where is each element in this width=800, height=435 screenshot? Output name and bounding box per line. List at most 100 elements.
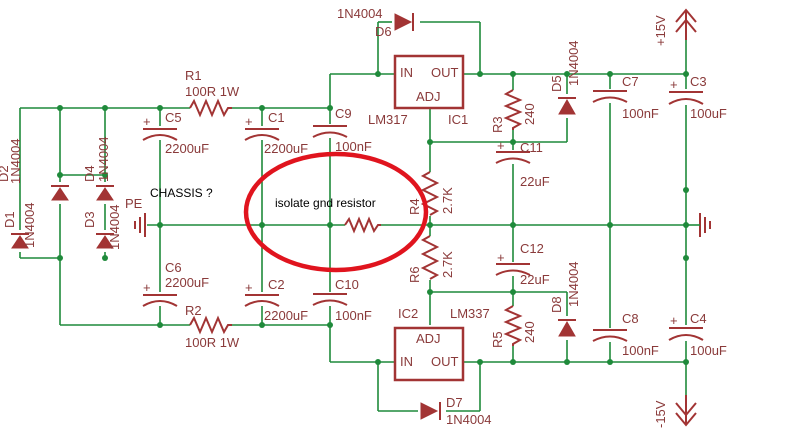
- isolate-gnd-resistor: [344, 216, 381, 234]
- capacitor-c7: [592, 89, 628, 103]
- label-c4-value: 100uF: [690, 343, 727, 358]
- label-c11-ref: C11: [520, 140, 543, 155]
- capacitor-c12: +: [495, 250, 531, 276]
- label-d1-ref: D1: [2, 211, 17, 228]
- diode-d2: [50, 182, 70, 204]
- ic1-pin-in: IN: [400, 65, 413, 80]
- label-r3-value: 240: [522, 103, 537, 125]
- resistor-r6: [420, 235, 440, 280]
- ic2-pin-adj: ADJ: [416, 331, 441, 346]
- label-r2-value: 100R 1W: [185, 335, 240, 350]
- capacitor-c5: +: [140, 114, 180, 141]
- label-c11-value: 22uF: [520, 174, 550, 189]
- label-c5-value: 2200uF: [165, 141, 209, 156]
- label-d5-ref: D5: [549, 75, 564, 92]
- label-d6-value: 1N4004: [337, 6, 383, 21]
- svg-text:+: +: [670, 77, 678, 92]
- label-c9-value: 100nF: [335, 139, 372, 154]
- label-c6-ref: C6: [165, 260, 182, 275]
- label-c2-ref: C2: [268, 277, 285, 292]
- junctions: [57, 71, 689, 365]
- annotation-chassis: CHASSIS ?: [150, 186, 213, 200]
- diode-d1: [10, 230, 30, 252]
- highlight-ellipse: [243, 151, 429, 273]
- ground-symbol-pe: [134, 213, 146, 237]
- svg-text:+: +: [670, 313, 678, 328]
- diode-d3: [95, 230, 115, 252]
- label-ic2-ref: IC2: [398, 306, 418, 321]
- capacitor-c9: [312, 124, 348, 138]
- label-c7-value: 100nF: [622, 106, 659, 121]
- capacitor-c1: +: [242, 114, 282, 141]
- label-d3-value: 1N4004: [107, 204, 122, 250]
- supply-pos-arrow: [675, 8, 697, 40]
- labels: D2 1N4004 D4 1N4004 D1 1N4004 D3 1N4004 …: [0, 6, 727, 428]
- label-c8-value: 100nF: [622, 343, 659, 358]
- label-d7-value: 1N4004: [446, 412, 492, 427]
- label-c1-value: 2200uF: [264, 141, 308, 156]
- label-r1-value: 100R 1W: [185, 84, 240, 99]
- resistor-r2: [189, 315, 232, 335]
- label-r3-ref: R3: [490, 116, 505, 133]
- label-r4-ref: R4: [407, 198, 422, 215]
- label-d1-value: 1N4004: [22, 202, 37, 248]
- svg-text:+: +: [143, 114, 151, 129]
- label-ic1-value: LM317: [368, 112, 408, 127]
- capacitor-c4: +: [666, 313, 706, 341]
- label-pos-rail: +15V: [653, 15, 668, 46]
- ic2-pin-out: OUT: [431, 354, 459, 369]
- diode-d5: [557, 94, 577, 118]
- label-d5-value: 1N4004: [566, 40, 581, 86]
- label-c3-ref: C3: [690, 74, 707, 89]
- diode-d8: [557, 316, 577, 340]
- capacitor-c11: +: [495, 138, 531, 164]
- capacitor-c3: +: [666, 77, 706, 105]
- label-d6-ref: D6: [375, 24, 392, 39]
- label-c12-ref: C12: [520, 241, 544, 256]
- label-c12-value: 22uF: [520, 272, 550, 287]
- capacitor-c10: [312, 292, 348, 306]
- label-r5-ref: R5: [490, 331, 505, 348]
- label-c10-ref: C10: [335, 277, 359, 292]
- label-ic1-ref: IC1: [448, 112, 468, 127]
- label-c1-ref: C1: [268, 110, 285, 125]
- resistor-r1: [189, 98, 232, 118]
- ground-symbol-right: [686, 213, 711, 237]
- label-d3-ref: D3: [82, 211, 97, 228]
- label-r6-ref: R6: [407, 266, 422, 283]
- label-neg-rail: -15V: [653, 400, 668, 428]
- label-d4-ref: D4: [82, 165, 97, 182]
- svg-text:+: +: [245, 280, 253, 295]
- label-ic2-value: LM337: [450, 306, 490, 321]
- label-c10-value: 100nF: [335, 308, 372, 323]
- annotation-isolate: isolate gnd resistor: [275, 196, 376, 210]
- resistor-r3: [503, 89, 523, 130]
- capacitor-c8: [592, 328, 628, 342]
- resistor-r5: [503, 305, 523, 346]
- diode-d4: [95, 182, 115, 204]
- label-d2-value: 1N4004: [8, 138, 23, 184]
- svg-text:+: +: [497, 138, 505, 153]
- label-r6-value: 2.7K: [440, 251, 455, 278]
- ic1-pin-out: OUT: [431, 65, 459, 80]
- capacitor-c6: +: [140, 280, 180, 307]
- diode-d7: [418, 401, 446, 421]
- label-c5-ref: C5: [165, 110, 182, 125]
- label-pe: PE: [125, 196, 143, 211]
- ic1-pin-adj: ADJ: [416, 89, 441, 104]
- ic2-pin-in: IN: [400, 354, 413, 369]
- label-r5-value: 240: [522, 321, 537, 343]
- capacitor-c2: +: [242, 280, 282, 307]
- label-r2-ref: R2: [185, 303, 202, 318]
- regulator-ic1: IN OUT ADJ: [393, 54, 465, 110]
- label-d8-ref: D8: [549, 296, 564, 313]
- label-c3-value: 100uF: [690, 106, 727, 121]
- label-r1-ref: R1: [185, 68, 202, 83]
- svg-text:+: +: [143, 280, 151, 295]
- supply-neg-arrow: [675, 395, 697, 427]
- label-d4-value: 1N4004: [96, 136, 111, 182]
- label-c8-ref: C8: [622, 311, 639, 326]
- label-c2-value: 2200uF: [264, 308, 308, 323]
